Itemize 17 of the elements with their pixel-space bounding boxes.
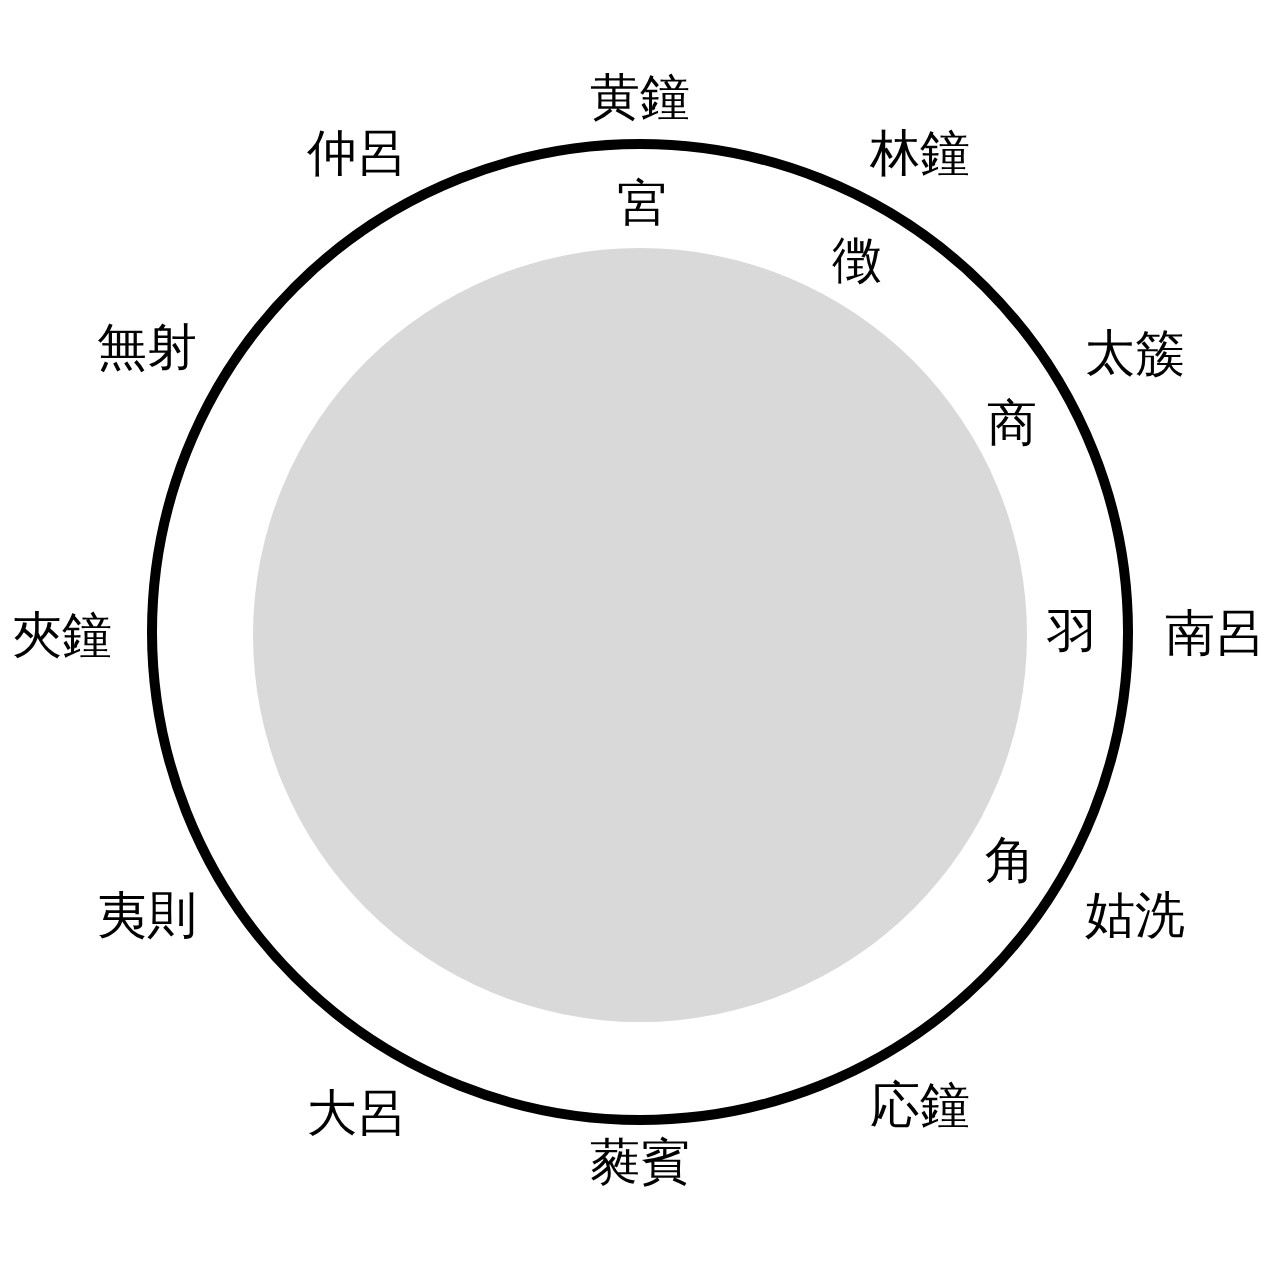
pitch-name-label: 夾鐘 [12,610,112,660]
scale-degree-label: 宮 [617,178,667,228]
pitch-name-label: 南呂 [1165,608,1265,658]
scale-degree-label: 羽 [1047,607,1097,657]
scale-degree-label: 角 [985,835,1035,885]
pitch-name-label: 太簇 [1085,328,1185,378]
scale-degree-label: 徴 [832,235,882,285]
pitch-name-label: 仲呂 [307,128,407,178]
pitch-name-label: 無射 [97,322,197,372]
pitch-name-label: 応鐘 [870,1080,970,1130]
pitch-name-label: 姑洗 [1085,890,1185,940]
pitch-name-label: 大呂 [307,1088,407,1138]
scale-degree-label: 商 [987,398,1037,448]
pitch-name-label: 夷則 [97,890,197,940]
pitch-name-label: 蕤賓 [590,1137,690,1187]
pitch-name-label: 黄鐘 [590,72,690,122]
pitch-name-label: 林鐘 [870,128,970,178]
